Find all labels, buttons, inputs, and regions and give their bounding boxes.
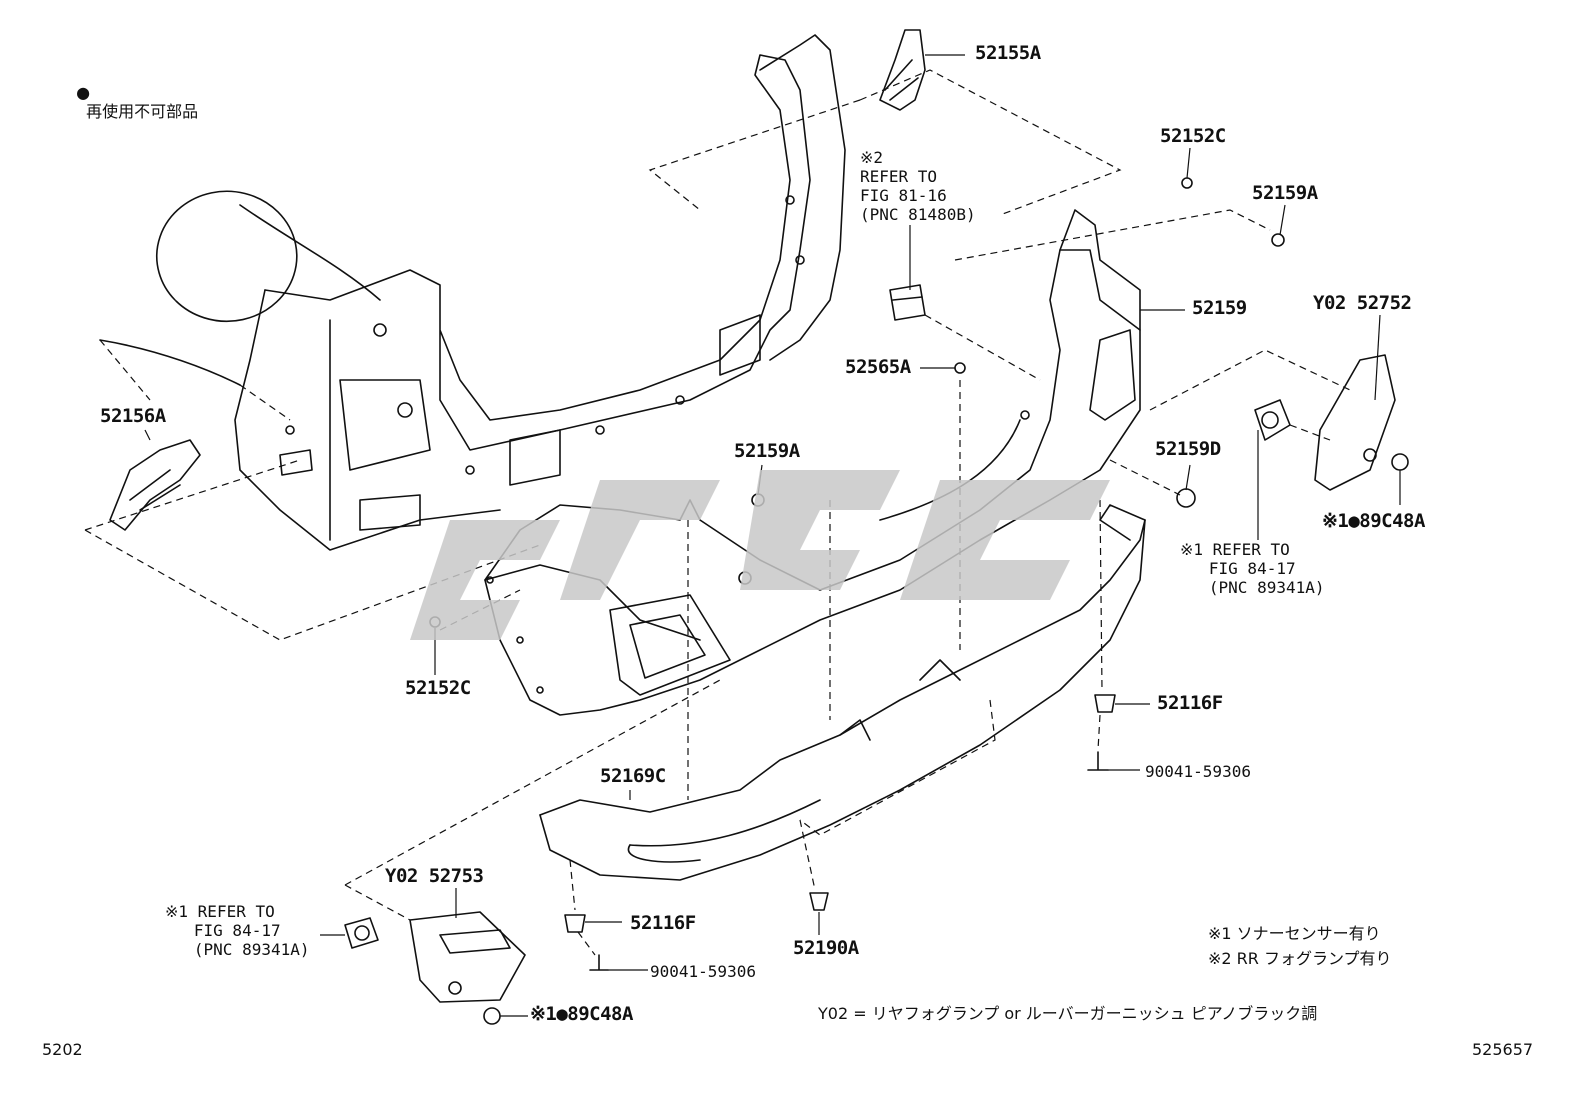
rivet-52190A	[809, 892, 829, 911]
watermark-logo	[410, 470, 1110, 640]
part-label-52565A: 52565A	[845, 356, 911, 378]
assembly-guide-lines	[84, 69, 1351, 956]
sonar-reference-right: ※1 REFER TO FIG 84-17 (PNC 89341A)	[1180, 540, 1325, 597]
part-label-52152C-top: 52152C	[1160, 125, 1226, 147]
sonar-sensor-right	[1254, 399, 1291, 441]
legend-text: 再使用不可部品	[86, 102, 199, 121]
screw-90041-left	[589, 954, 609, 971]
reusable-legend: ● 再使用不可部品	[66, 64, 198, 121]
bullet-icon: ●	[76, 83, 91, 102]
plug-52159D	[1176, 488, 1196, 508]
clip-89C48A-right	[1391, 453, 1409, 471]
reflector-left	[409, 911, 526, 1003]
reflector-right	[1314, 354, 1396, 491]
figure-number: 5202	[42, 1040, 83, 1059]
part-label-52152C-bottom: 52152C	[405, 677, 471, 699]
fog-lamp-connector	[889, 284, 926, 321]
part-label-89C48A-left: ※1●89C48A	[530, 1003, 633, 1025]
sonar-sensor-left	[344, 917, 379, 949]
bracket-52156A	[109, 439, 201, 531]
footnote-sonar: ※1 ソナーセンサー有り	[1208, 924, 1381, 943]
clip-52116F-right	[1094, 694, 1116, 713]
rear-bumper-cover	[484, 209, 1141, 716]
illustration-id: 525657	[1472, 1040, 1534, 1059]
part-label-52156A: 52156A	[100, 405, 166, 427]
part-label-52116F-left: 52116F	[630, 912, 696, 934]
part-label-90041-left: 90041-59306	[650, 962, 756, 981]
part-label-52155A: 52155A	[975, 42, 1041, 64]
lower-garnish	[539, 504, 1146, 881]
footnote-fog-lamp: ※2 RR フォグランプ有り	[1208, 949, 1392, 968]
fog-lamp-reference: ※2 REFER TO FIG 81-16 (PNC 81480B)	[860, 148, 976, 224]
part-label-52190A: 52190A	[793, 937, 859, 959]
part-label-52169C: 52169C	[600, 765, 666, 787]
part-label-Y02-52752: Y02 52752	[1313, 292, 1412, 314]
clip-52565A	[954, 362, 966, 374]
part-label-52159A-mid: 52159A	[734, 440, 800, 462]
clip-89C48A-left	[483, 1007, 501, 1025]
clip-52116F-left	[564, 914, 586, 933]
clip-52152C-top	[1181, 177, 1193, 189]
screw-52159A-top	[1271, 233, 1285, 247]
screw-90041-right	[1087, 751, 1109, 771]
part-label-52159D: 52159D	[1155, 438, 1221, 460]
bracket-52155A	[879, 29, 926, 111]
part-label-52116F-right: 52116F	[1157, 692, 1223, 714]
part-label-52159: 52159	[1192, 297, 1247, 319]
footnote-y02: Y02 = リヤフォグランプ or ルーバーガーニッシュ ピアノブラック調	[818, 1004, 1318, 1023]
rear-body-panel	[99, 34, 846, 551]
part-label-52159A-top: 52159A	[1252, 182, 1318, 204]
part-label-90041-right: 90041-59306	[1145, 762, 1251, 781]
sonar-reference-left: ※1 REFER TO FIG 84-17 (PNC 89341A)	[165, 902, 310, 959]
part-label-Y02-52753: Y02 52753	[385, 865, 484, 887]
part-label-89C48A-right: ※1●89C48A	[1322, 510, 1425, 532]
